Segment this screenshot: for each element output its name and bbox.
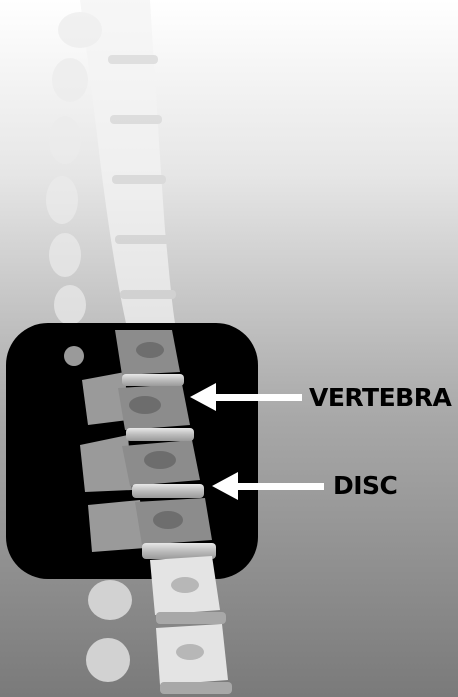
vertebra-label: VERTEBRA	[309, 385, 451, 410]
disc-label: DISC	[333, 473, 397, 498]
